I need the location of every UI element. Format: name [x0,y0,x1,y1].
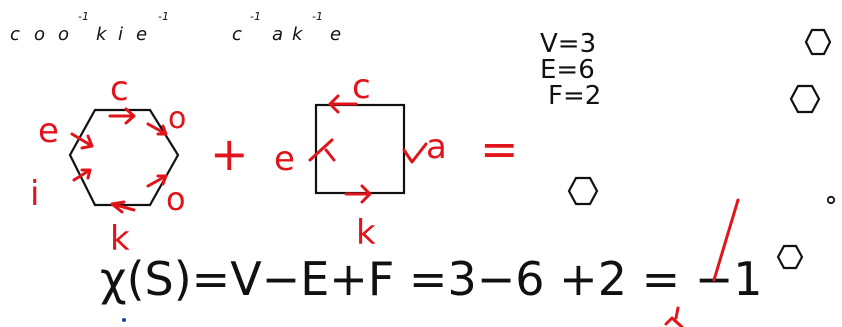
tiny-circle [826,195,836,205]
sq-arrow-left [308,138,336,162]
red-slash-stroke [712,198,740,282]
sq-arrow-bottom [344,184,372,204]
count-vertices: V=3 [540,29,596,59]
count-edges: E=6 [540,55,595,85]
sq-label-right: a [426,127,447,167]
cookie-sup2: -1 [158,10,169,23]
euler-formula: χ(S)=V−E+F =3−6 +2 = −1 [100,252,763,306]
cake-k: k [292,24,304,45]
blue-dot [122,318,126,322]
sq-label-bottom: k [356,213,376,253]
hex-arrow-top [108,107,136,125]
square-shape [314,103,406,195]
small-shapes [567,28,836,270]
word-cookie: c o o -1 k i e -1 [10,10,169,45]
cookie-k: k [96,24,108,45]
hex-arrow-upper-right [146,122,168,136]
cake-e: e [330,24,341,45]
cookie-i: i [118,24,123,45]
hex-label-lower-right: o [166,180,186,218]
hexagon-arrows [70,107,168,214]
cake-c: c [232,24,242,45]
small-hexagon-2 [789,84,821,114]
sq-label-left: e [274,139,295,179]
cookie-o2: o [58,24,69,45]
small-hexagon-1 [804,28,832,56]
hexagon-shape [68,108,180,207]
equals-sign: = [480,122,519,176]
cookie-sup1: -1 [78,10,89,23]
small-hexagon-4 [776,244,804,270]
hex-arrow-lower-right [146,174,168,188]
cake-sup2: -1 [312,10,323,23]
red-corner-stroke [664,306,684,327]
vef-counts: V=3 E=6 F=2 [540,29,601,111]
cookie-o1: o [34,24,45,45]
sq-label-top: c [352,67,371,107]
hex-label-bottom: k [110,219,130,259]
sq-arrow-top [328,94,358,114]
hex-arrow-bottom [110,200,136,214]
hex-label-upper-left: e [38,111,59,151]
hexagon-edge-labels: c o o k i e [30,69,186,259]
hex-label-lower-left: i [30,174,39,214]
small-hexagon-3 [567,176,599,206]
cookie-e: e [136,24,147,45]
word-cake: c -1 a k -1 e [232,10,341,45]
cookie-c: c [10,24,20,45]
plus-sign: + [210,127,249,181]
cake-a: a [272,24,283,45]
sq-arrow-right [402,142,428,164]
cake-sup1: -1 [250,10,261,23]
count-faces: F=2 [548,81,601,111]
square-arrows [308,94,428,204]
hex-label-upper-right: o [168,101,186,136]
hex-label-top: c [110,69,129,109]
hex-arrow-upper-left [70,132,94,150]
hex-arrow-lower-left [72,168,92,182]
square-edge-labels: c a k e [274,67,447,253]
